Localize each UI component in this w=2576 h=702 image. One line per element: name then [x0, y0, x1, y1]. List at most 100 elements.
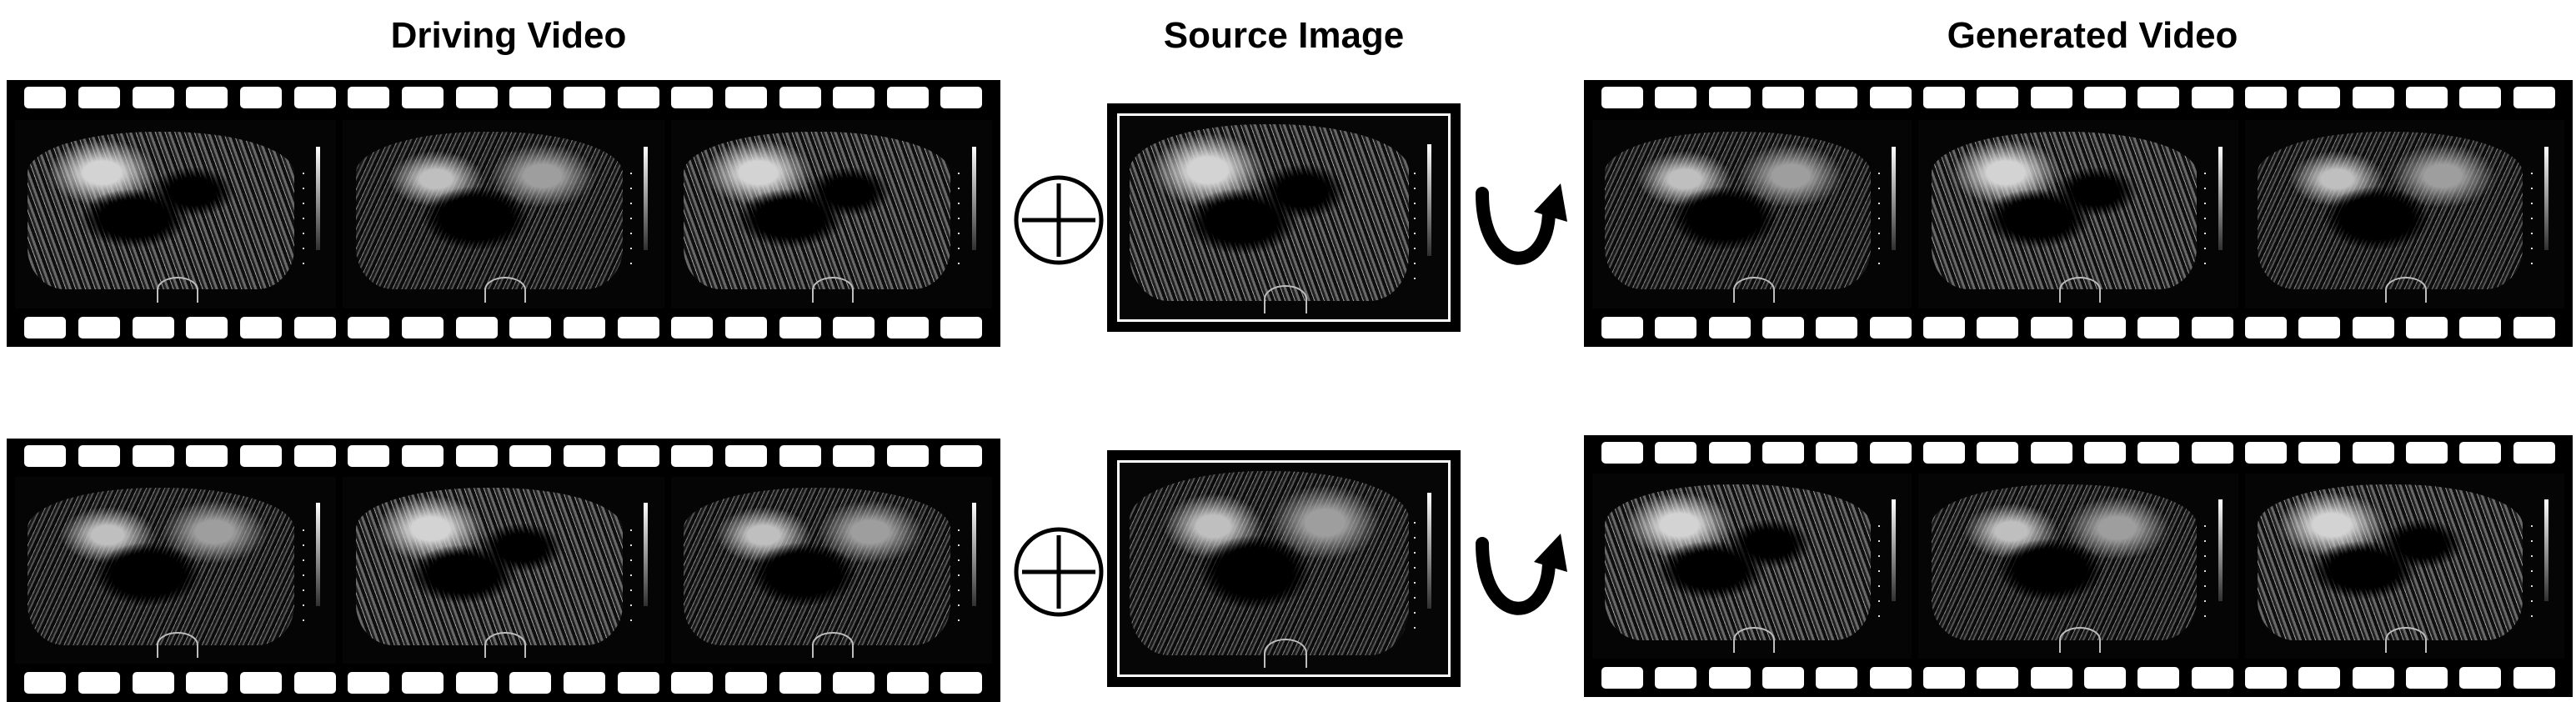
grayscale-bar: [2543, 499, 2548, 602]
sprocket-hole: [724, 317, 767, 338]
circled-plus-icon: [1014, 175, 1104, 265]
sprocket-hole: [401, 87, 444, 108]
sprocket-hole: [2459, 87, 2502, 108]
sprocket-hole: [132, 317, 174, 338]
sprocket-hole: [293, 87, 336, 108]
depth-ticks: [2204, 525, 2207, 628]
sprocket-hole: [1655, 87, 1697, 108]
ultrasound-scan: [684, 488, 950, 645]
sprocket-hole: [1977, 87, 2019, 108]
sprocket-hole: [2406, 87, 2448, 108]
sprocket-hole: [724, 672, 767, 694]
sprocket-hole: [186, 87, 228, 108]
sprocket-hole: [1869, 317, 1912, 338]
sprocket-hole: [1923, 87, 1966, 108]
depth-ticks: [302, 173, 304, 277]
sprocket-hole: [617, 87, 659, 108]
probe-marker: [812, 632, 854, 659]
sprocket-hole: [1869, 442, 1912, 464]
depth-ticks: [302, 529, 304, 632]
sprocket-hole: [132, 445, 174, 467]
sprocket-hole: [24, 445, 67, 467]
sprocket-hole: [1816, 667, 1858, 689]
sprocket-holes: [1584, 667, 2573, 690]
sprocket-hole: [779, 445, 821, 467]
sprocket-hole: [186, 672, 228, 694]
sprocket-hole: [239, 87, 282, 108]
sprocket-hole: [239, 445, 282, 467]
sprocket-hole: [1923, 317, 1966, 338]
sprocket-hole: [78, 445, 120, 467]
sprocket-hole: [2513, 442, 2555, 464]
probe-marker: [156, 632, 198, 659]
sprocket-hole: [2406, 667, 2448, 689]
sprocket-hole: [2352, 87, 2394, 108]
sprocket-hole: [1816, 442, 1858, 464]
circled-plus-icon: [1014, 527, 1104, 617]
ultrasound-scan: [1931, 131, 2197, 290]
depth-ticks: [1413, 522, 1416, 639]
sprocket-hole: [1601, 317, 1644, 338]
curved-arrow-icon: [1476, 534, 1567, 615]
sprocket-hole: [2191, 667, 2233, 689]
sprocket-hole: [617, 445, 659, 467]
sprocket-holes: [1584, 87, 2573, 110]
heading-source-image: Source Image: [1163, 15, 1405, 56]
sprocket-hole: [2298, 667, 2341, 689]
sprocket-hole: [833, 87, 875, 108]
sprocket-hole: [779, 672, 821, 694]
sprocket-hole: [455, 317, 498, 338]
generated-film-strip-1: [1584, 80, 2573, 347]
grayscale-bar: [1892, 499, 1897, 602]
sprocket-hole: [2459, 667, 2502, 689]
sprocket-hole: [2459, 442, 2502, 464]
ultrasound-frame: [15, 120, 337, 308]
driving-film-strip-1: [7, 80, 1000, 347]
sprocket-hole: [2030, 667, 2072, 689]
ultrasound-frame: [1918, 474, 2238, 659]
sprocket-hole: [2191, 442, 2233, 464]
probe-marker: [484, 276, 527, 303]
sprocket-hole: [348, 672, 390, 694]
probe-marker: [812, 276, 854, 303]
sprocket-hole: [886, 445, 929, 467]
sprocket-hole: [833, 445, 875, 467]
grayscale-bar: [971, 503, 976, 606]
sprocket-holes: [1584, 317, 2573, 340]
sprocket-hole: [671, 317, 714, 338]
sprocket-holes: [7, 445, 1000, 469]
ultrasound-scan: [1605, 131, 1871, 290]
sprocket-hole: [1977, 317, 2019, 338]
ultrasound-scan: [684, 131, 950, 290]
sprocket-hole: [24, 87, 67, 108]
sprocket-hole: [671, 445, 714, 467]
sprocket-hole: [833, 672, 875, 694]
sprocket-hole: [2513, 87, 2555, 108]
frame-row: [15, 120, 992, 308]
sprocket-holes: [7, 672, 1000, 695]
depth-ticks: [2530, 525, 2533, 628]
sprocket-hole: [1923, 667, 1966, 689]
probe-marker: [484, 632, 527, 659]
grayscale-bar: [1427, 492, 1432, 609]
sprocket-hole: [2459, 317, 2502, 338]
grayscale-bar: [971, 146, 976, 250]
sprocket-hole: [2084, 442, 2127, 464]
probe-marker: [156, 276, 198, 303]
probe-marker: [2058, 276, 2101, 303]
sprocket-hole: [132, 87, 174, 108]
sprocket-hole: [509, 445, 552, 467]
depth-ticks: [630, 529, 633, 632]
sprocket-hole: [2298, 317, 2341, 338]
sprocket-hole: [2298, 442, 2341, 464]
ultrasound-scan: [1129, 471, 1409, 656]
source-image-2: [1107, 450, 1461, 687]
sprocket-hole: [940, 445, 983, 467]
sprocket-hole: [239, 672, 282, 694]
frame-row: [1592, 120, 2564, 308]
ultrasound-scan: [28, 131, 295, 290]
sprocket-hole: [132, 672, 174, 694]
sprocket-hole: [617, 672, 659, 694]
sprocket-hole: [940, 87, 983, 108]
grayscale-bar: [644, 146, 649, 250]
